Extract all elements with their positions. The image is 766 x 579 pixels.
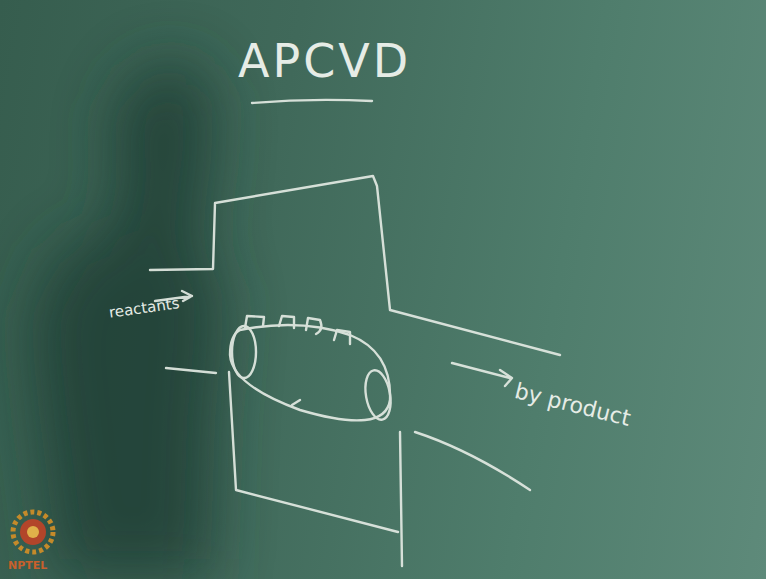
flow-arrow xyxy=(452,363,512,386)
wafer xyxy=(306,318,321,334)
diagram-title: APCVD xyxy=(238,36,411,87)
underline xyxy=(252,100,372,103)
reactor-wall xyxy=(400,432,402,566)
reactor-wall xyxy=(229,372,398,532)
wafer xyxy=(245,316,264,328)
boat-mark xyxy=(292,400,300,405)
wafer-boat xyxy=(230,325,390,420)
boat-end xyxy=(232,326,256,378)
wafer xyxy=(334,330,350,344)
wafer xyxy=(279,316,294,328)
flow-label: by product xyxy=(512,379,633,431)
reactor-wall xyxy=(415,432,530,490)
boat-end xyxy=(362,368,394,421)
reactor-wall xyxy=(166,368,216,373)
nptel-logo xyxy=(13,512,53,552)
reactor-wall xyxy=(150,176,560,355)
shadow xyxy=(30,60,225,579)
watermark: NPTEL xyxy=(8,560,47,572)
